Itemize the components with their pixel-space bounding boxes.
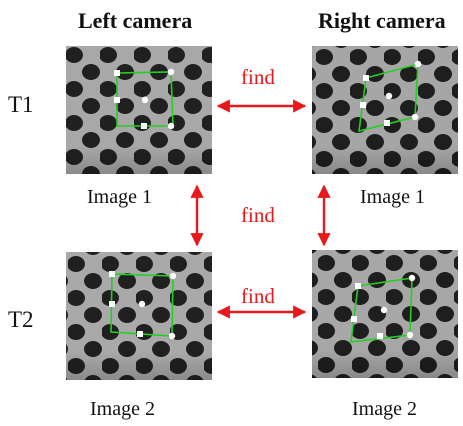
marker bbox=[384, 120, 390, 126]
caption-left-image-2: Image 2 bbox=[90, 398, 155, 420]
marker bbox=[167, 122, 175, 130]
find-label-middle: find bbox=[241, 203, 275, 227]
left-image-2 bbox=[66, 252, 212, 380]
right-image-2 bbox=[312, 250, 458, 378]
marker bbox=[406, 331, 414, 339]
left-image-1 bbox=[66, 46, 212, 174]
marker bbox=[141, 123, 147, 129]
right-camera-header: Right camera bbox=[318, 8, 446, 33]
marker bbox=[408, 274, 416, 282]
marker bbox=[380, 306, 388, 314]
right-image-1 bbox=[312, 46, 458, 174]
marker bbox=[167, 68, 175, 76]
row-label-t2: T2 bbox=[8, 307, 34, 332]
marker bbox=[168, 332, 176, 340]
left-camera-header: Left camera bbox=[78, 8, 193, 33]
marker bbox=[411, 113, 419, 121]
marker bbox=[137, 331, 143, 337]
caption-right-image-1: Image 1 bbox=[360, 186, 425, 208]
marker bbox=[141, 96, 149, 104]
marker bbox=[385, 92, 393, 100]
marker bbox=[114, 97, 120, 103]
marker bbox=[169, 272, 177, 280]
marker bbox=[138, 300, 146, 308]
marker bbox=[351, 316, 357, 322]
marker bbox=[355, 283, 361, 289]
find-label-top: find bbox=[241, 65, 275, 89]
marker bbox=[360, 102, 366, 108]
marker bbox=[109, 271, 115, 277]
row-label-t1: T1 bbox=[8, 92, 34, 117]
marker bbox=[109, 301, 115, 307]
caption-right-image-2: Image 2 bbox=[352, 398, 417, 420]
marker bbox=[414, 60, 422, 68]
marker bbox=[114, 70, 120, 76]
marker bbox=[363, 75, 369, 81]
marker bbox=[377, 333, 383, 339]
find-label-bottom: find bbox=[241, 284, 275, 308]
caption-left-image-1: Image 1 bbox=[87, 186, 152, 208]
